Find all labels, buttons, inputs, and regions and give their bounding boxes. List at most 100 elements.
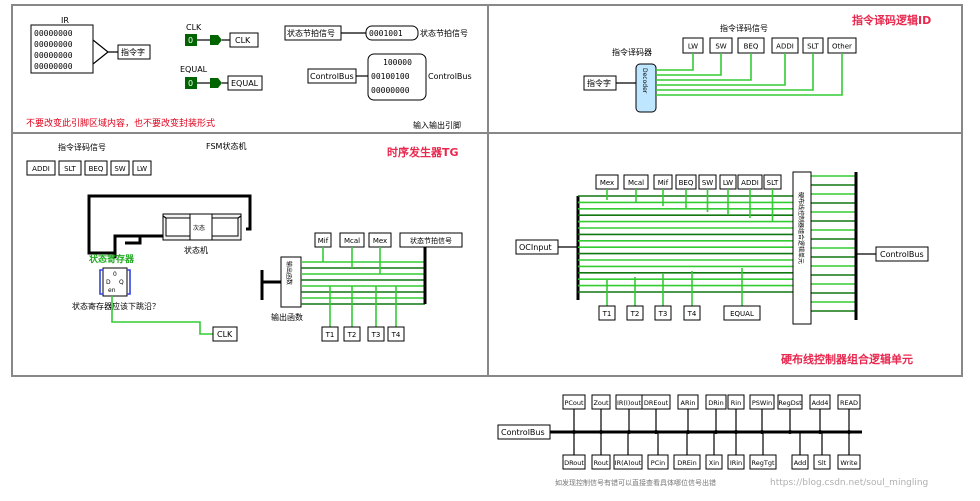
hw-top-addi: ADDI [737,174,763,190]
id-signal-addi-label: ADDI [776,43,794,51]
bus-top-1-box [591,394,611,410]
state-reg-question: 状态寄存器应该下跳沿？ [72,301,160,311]
clk-pin[interactable] [185,34,197,46]
tg-pulse-t1-label: T1 [325,331,335,339]
hw-bottom-t2-box [626,305,644,321]
bus-top-5-label: DRin [708,399,723,407]
tg-pulse-t4: T4 [387,326,405,342]
tg-pulse-t4-box [387,326,405,342]
tg-fsm-label: FSM状态机 [206,141,246,151]
bus-bottom-9: Slt [813,454,831,470]
tg-signal-sw-box [110,160,130,176]
equal-out-label: EQUAL [231,79,259,88]
hw-top-beq: BEQ [675,174,697,190]
hw-top-lw: LW [719,174,737,190]
equal-pin[interactable] [185,77,197,89]
hw-bottom-t3: T3 [654,305,672,321]
bus-top-2-label: IR(I)out [617,399,642,407]
bus-top-9: Add4 [809,394,831,410]
sm-next-text: 次态 [193,224,205,232]
output-function-text: 输出函数 [285,261,293,285]
clk-buffer-icon [210,35,222,45]
state-reg-zero: 0 [113,271,117,278]
ir-out-tunnel [117,44,151,60]
bus-bottom-7-label: RegTgt [752,459,775,467]
bus-top-4-box [677,394,699,410]
bus-top-3-label: DREout [644,399,669,407]
bus-top-8-box [777,394,803,410]
ir-label: IR [61,16,69,25]
tg-pulse-t1: T1 [321,326,339,342]
bus-bottom-7-box [749,454,777,470]
equal-pin-label: EQUAL [180,65,208,74]
hw-top-addi-label: ADDI [741,179,759,187]
bus-top-5-box [705,394,727,410]
hw-bottom-t1: T1 [598,305,616,321]
bus-top-7: PSWin [749,394,775,410]
bus-bottom-9-label: Slt [818,459,827,467]
bus-top-3: DREout [641,394,671,410]
id-signal-sw: SW [709,37,733,54]
bus-top-5: DRin [705,394,727,410]
bus-bottom-1: Rout [591,454,611,470]
equal-out-tunnel [227,75,263,91]
tg-signal-beq-box [84,160,108,176]
hw-top-mif: Mif [653,174,673,190]
tg-signal-sw-label: SW [114,165,125,173]
tg-signal-addi-box [26,160,56,176]
tg-signal-beq-label: BEQ [89,165,104,173]
hw-top-slt-label: SLT [767,179,779,187]
tg-signal-lw-label: LW [137,165,147,173]
hw-top-sw-label: SW [702,179,713,187]
tg-output-3-box [399,232,463,248]
bus-bottom-5: Xin [705,454,723,470]
hw-bottom-equal: EQUAL [723,305,761,321]
id-input-label: 指令字 [587,78,611,88]
bus-top-4: ARin [677,394,699,410]
sm-out-box [211,217,239,237]
tg-probe-bits: 0001001 [369,29,403,38]
equal-buffer-icon [210,78,222,88]
bus-bottom-2-label: IR(A)out [615,459,642,467]
state-machine-label: 状态机 [184,245,208,255]
bus-top-1-label: Zout [593,399,609,407]
bus-bottom-8-box [791,454,809,470]
bus-top-4-label: ARin [681,399,696,407]
bus-bottom-4-label: DREin [677,459,697,467]
tg-pulse-t1-box [321,326,339,342]
cb-probe-row-3: 00000000 [371,86,410,95]
tg-clk-label: CLK [217,330,233,339]
hw-top-beq-label: BEQ [679,179,694,187]
hw-logic-unit[interactable] [792,171,812,325]
bus-input-label: ControlBus [501,428,545,437]
hw-bottom-t4-label: T4 [687,310,697,318]
hw-top-mcal-label: Mcal [628,179,644,187]
id-decoder[interactable] [635,63,657,113]
tg-pulse-t3-box [367,326,385,342]
bus-top-0-label: PCout [564,399,584,407]
state-reg-q: Q [119,279,124,286]
id-signals-label: 指令译码信号 [720,23,768,33]
ir-register[interactable] [30,24,94,74]
state-reg-en: en [108,287,116,294]
state-reg-label: 状态寄存器 [89,253,135,265]
id-signal-addi: ADDI [771,37,799,54]
id-signal-other: Other [827,37,857,54]
bus-top-2: IR(I)out [615,394,643,410]
bus-top-0: PCout [562,394,586,410]
hw-top-sw: SW [698,174,717,190]
hw-bottom-t3-label: T3 [658,310,668,318]
hw-top-mex-label: Mex [600,179,614,187]
state-register[interactable] [102,267,128,297]
io-footer: 输入输出引脚 [413,120,461,130]
tg-output-2: Mex [368,232,392,248]
bus-top-9-box [809,394,831,410]
hw-top-mcal: Mcal [623,174,649,190]
hw-top-slt: SLT [763,174,782,190]
hw-top-boxes: Mex Mcal Mif BEQ SW LW ADDI SLT [595,174,782,190]
tg-probe [365,25,419,41]
